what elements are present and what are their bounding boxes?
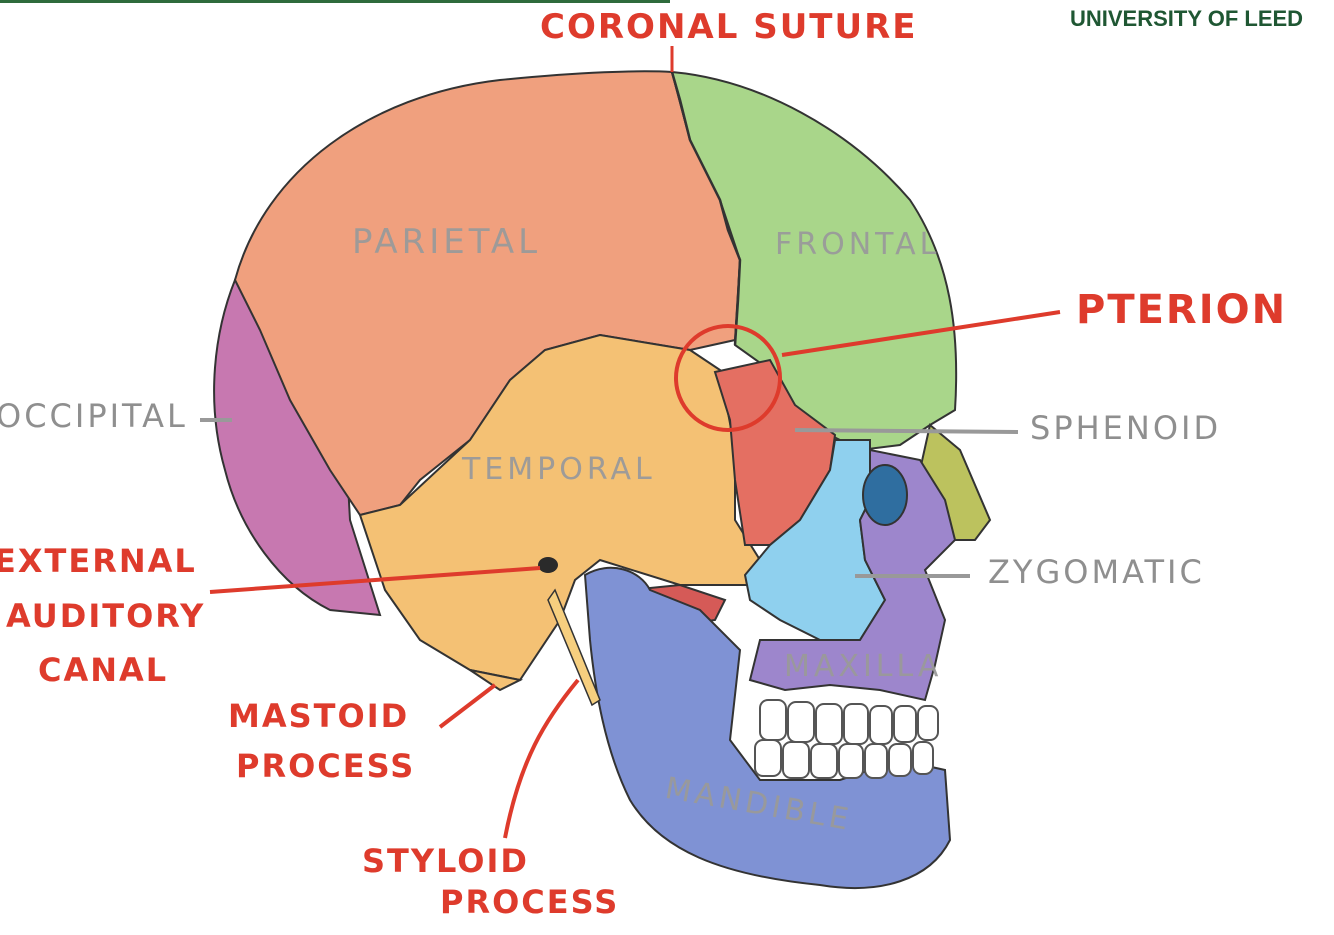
- orbit-cavity: [862, 464, 908, 526]
- label-external-auditory-canal-line3: CANAL: [38, 651, 169, 689]
- mandible-bone: [583, 566, 952, 889]
- label-zygomatic: ZYGOMATIC: [988, 553, 1205, 591]
- sphenoid-leader: [794, 428, 1019, 434]
- label-occipital: OCCIPITAL: [0, 397, 188, 435]
- label-sphenoid: SPHENOID: [1030, 409, 1222, 447]
- label-styloid-process-line2: PROCESS: [440, 883, 620, 921]
- label-pterion: PTERION: [1076, 287, 1288, 333]
- auditory-canal-leader: [209, 566, 541, 594]
- styloid-process-shape: [547, 588, 601, 707]
- bone-name-frontal: FRONTAL: [775, 227, 941, 262]
- pterion-leader: [781, 310, 1061, 357]
- top-rule: [0, 0, 670, 3]
- occipital-bone: [213, 278, 382, 617]
- coronal-suture-line: [670, 71, 742, 346]
- label-mastoid-process-line1: MASTOID: [228, 697, 410, 735]
- teeth-upper: [759, 699, 939, 745]
- label-external-auditory-canal-line1: EXTERNAL: [0, 542, 197, 580]
- label-styloid-process-line1: STYLOID: [362, 842, 529, 880]
- mastoid-process-shape: [469, 669, 524, 692]
- label-external-auditory-canal-line2: AUDITORY: [6, 597, 206, 635]
- pterion-circle: [674, 324, 782, 432]
- styloid-leader: [503, 678, 580, 839]
- label-mastoid-process-line2: PROCESS: [236, 747, 416, 785]
- bone-name-temporal: TEMPORAL: [462, 452, 656, 487]
- label-coronal-suture: CORONAL SUTURE: [540, 7, 918, 47]
- auditory-canal-opening: [538, 557, 558, 573]
- mastoid-leader: [438, 683, 497, 729]
- teeth-lower: [754, 739, 934, 779]
- bone-name-parietal: PARIETAL: [352, 222, 542, 262]
- bone-name-maxilla: MAXILLA: [784, 649, 943, 684]
- university-logo-text: UNIVERSITY OF LEED: [1070, 6, 1304, 31]
